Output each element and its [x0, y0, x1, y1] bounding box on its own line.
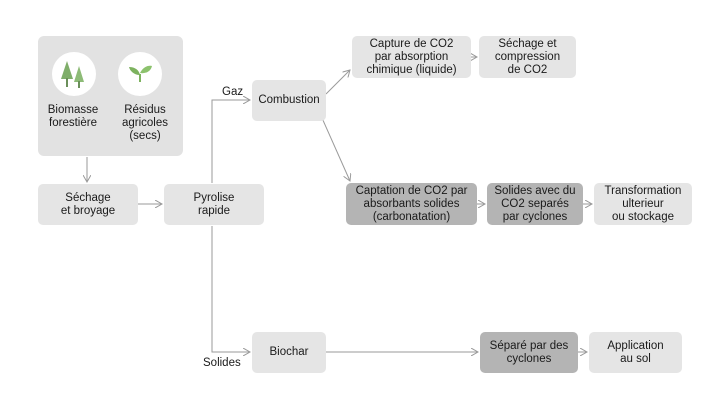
forest-biomass-label: Biomasse forestière	[47, 104, 99, 129]
drying-grinding-node: Séchage et broyage	[38, 184, 138, 225]
cyclone-separated-solids-node: Solides avec du CO2 separés par cyclones	[487, 183, 583, 225]
cyclone-separation-node: Séparé par des cyclones	[480, 332, 578, 373]
forest-icon-circle	[52, 52, 96, 96]
arrow-combustion-to-capture-solid	[321, 117, 350, 181]
biochar-node: Biochar	[252, 332, 326, 373]
soil-application-node: Application au sol	[589, 332, 682, 373]
arrow-combustion-to-capture-liquid	[325, 70, 350, 95]
drying-compression-node: Séchage et compression de CO2	[479, 36, 576, 78]
agri-icon-circle	[118, 52, 162, 96]
liquid-absorption-capture-node: Capture de CO2 par absorption chimique (…	[352, 36, 471, 78]
trees-icon	[61, 61, 84, 88]
arrow-pyrolysis-to-combustion	[211, 100, 250, 183]
sprout-icon	[129, 65, 152, 82]
biomass-source-panel: Biomasse forestière Résidus agricoles (s…	[38, 36, 183, 156]
arrow-pyrolysis-to-biochar	[211, 226, 250, 352]
solids-edge-label: Solides	[203, 357, 241, 369]
transformation-storage-node: Transformation ulterieur ou stockage	[594, 183, 692, 225]
combustion-node: Combustion	[252, 80, 326, 121]
gas-edge-label: Gaz	[222, 86, 244, 98]
solid-absorbent-capture-node: Captation de CO2 par absorbants solides …	[346, 183, 477, 225]
agri-residue-label: Résidus agricoles (secs)	[121, 104, 169, 142]
fast-pyrolysis-node: Pyrolise rapide	[164, 184, 264, 225]
